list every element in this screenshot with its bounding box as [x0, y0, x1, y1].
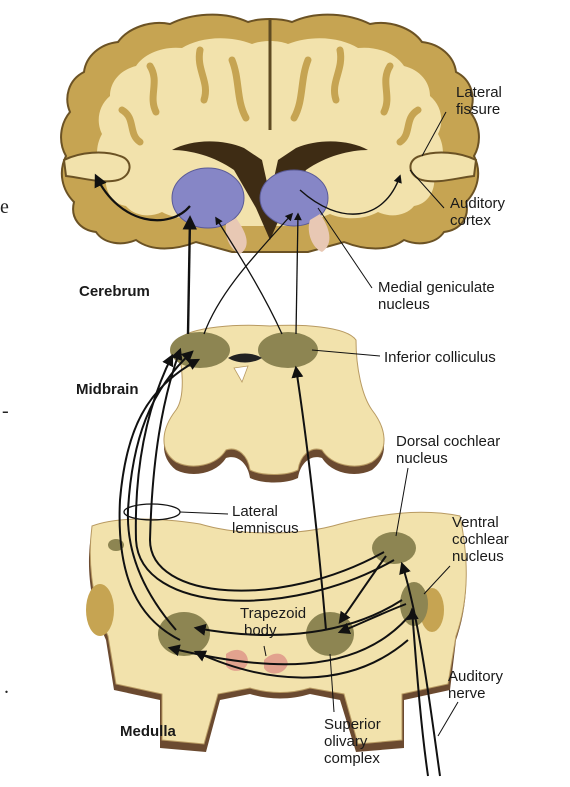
midbrain-section — [164, 325, 384, 482]
label-medulla: Medulla — [120, 723, 176, 740]
label-ventral-cochlear: Ventral cochlear nucleus — [452, 514, 509, 565]
label-lateral-fissure: Lateral fissure — [456, 84, 502, 118]
cerebrum-section — [61, 15, 479, 254]
medulla-gray-left — [86, 584, 114, 636]
label-medial-geniculate: Medial geniculate nucleus — [378, 279, 495, 313]
label-auditory-cortex-line2: cortex — [450, 212, 505, 229]
label-lateral-fissure-line1: Lateral — [456, 84, 502, 101]
label-ventral-cochlear-line3: nucleus — [452, 548, 509, 565]
label-trapezoid-body: Trapezoid body — [240, 605, 306, 639]
label-lateral-lemniscus: Lateral lemniscus — [232, 503, 299, 537]
leader-lateral-lemniscus — [180, 512, 228, 514]
label-superior-olivary: Superior olivary complex — [324, 716, 381, 767]
label-superior-olivary-line2: olivary — [324, 733, 381, 750]
label-cerebrum: Cerebrum — [79, 283, 150, 300]
superior-olive-right — [306, 612, 354, 656]
label-lateral-lemniscus-line1: Lateral — [232, 503, 299, 520]
label-lateral-lemniscus-line2: lemniscus — [232, 520, 299, 537]
edge-fragment-dash: - — [2, 400, 9, 423]
inferior-colliculus-right — [258, 332, 318, 368]
label-auditory-nerve-line1: Auditory — [448, 668, 503, 685]
label-trapezoid-body-line2: body — [240, 622, 306, 639]
label-ventral-cochlear-line1: Ventral — [452, 514, 509, 531]
edge-fragment-e: e — [0, 196, 9, 219]
label-superior-olivary-line3: complex — [324, 750, 381, 767]
label-dorsal-cochlear-line2: nucleus — [396, 450, 500, 467]
label-medial-geniculate-line2: nucleus — [378, 296, 495, 313]
label-auditory-nerve: Auditory nerve — [448, 668, 503, 702]
label-dorsal-cochlear-line1: Dorsal cochlear — [396, 433, 500, 450]
label-inferior-colliculus: Inferior colliculus — [384, 349, 496, 366]
label-superior-olivary-line1: Superior — [324, 716, 381, 733]
label-dorsal-cochlear: Dorsal cochlear nucleus — [396, 433, 500, 467]
label-lateral-fissure-line2: fissure — [456, 101, 502, 118]
label-auditory-cortex: Auditory cortex — [450, 195, 505, 229]
label-ventral-cochlear-line2: cochlear — [452, 531, 509, 548]
dorsal-cochlear-nucleus — [372, 532, 416, 564]
leader-auditory-nerve — [438, 702, 458, 736]
label-trapezoid-body-line1: Trapezoid — [240, 605, 306, 622]
label-auditory-cortex-line1: Auditory — [450, 195, 505, 212]
label-medial-geniculate-line1: Medial geniculate — [378, 279, 495, 296]
medial-geniculate-left — [172, 168, 244, 228]
label-midbrain: Midbrain — [76, 381, 139, 398]
edge-fragment-dot: . — [4, 676, 9, 699]
label-auditory-nerve-line2: nerve — [448, 685, 503, 702]
